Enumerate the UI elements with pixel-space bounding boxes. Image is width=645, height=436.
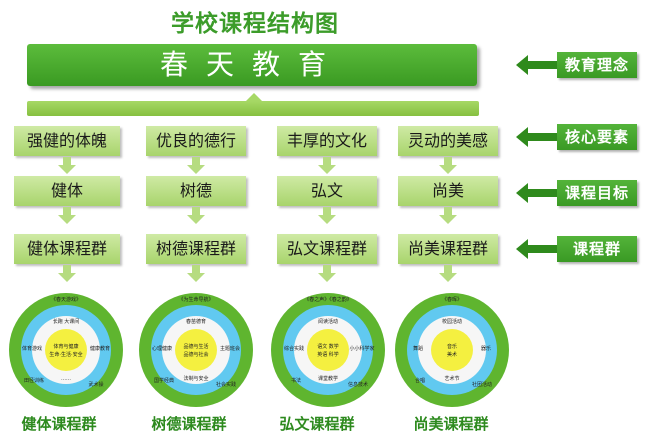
down-arrow-icon xyxy=(58,215,76,224)
circle-bottom-text: 课堂教学 xyxy=(318,375,338,382)
circle-left-text: 综合实践 xyxy=(284,345,304,352)
circle-inner-top-text: 校园活动 xyxy=(442,318,462,325)
circle-right-text: 主题班会 xyxy=(220,345,240,352)
circle-bottom-text: 法制与安全 xyxy=(183,375,208,382)
down-arrow-icon xyxy=(318,165,336,174)
left-arrow-icon xyxy=(516,127,558,147)
core-disc xyxy=(307,329,349,371)
circle-center-text: 音乐 xyxy=(447,343,457,350)
side-label-core-elements: 核心要素 xyxy=(557,124,637,150)
circle-center-text: 美术 xyxy=(447,351,457,358)
circle-bottom-left-text: 田径训练 xyxy=(24,377,44,384)
circle-bottom-left-text: 合唱 xyxy=(415,377,425,384)
circle-left-text: 心理健康 xyxy=(152,345,172,352)
down-arrow-icon xyxy=(318,273,336,282)
core-disc xyxy=(45,329,87,371)
side-label-course-groups: 课程群 xyxy=(557,236,637,262)
down-arrow-stem xyxy=(444,265,452,273)
down-arrow-stem xyxy=(63,157,71,165)
bracket-notch xyxy=(246,93,262,101)
circle-right-text: 器乐 xyxy=(481,345,491,352)
circle-inner-top-text: 长跑 大课间 xyxy=(53,318,80,325)
circle-center-text: 品德与生活 xyxy=(183,343,208,350)
core-element-box: 丰厚的文化 xyxy=(277,126,377,156)
course-circle-culture: 《春之声》《春之韵》 阅读活动 语文 数学 英语 科学 综合实践 小小科学家 书… xyxy=(270,292,386,408)
circle-center-text: 语文 数学 xyxy=(317,343,339,350)
course-circle-aesthetics: 《春晖》 校园活动 音乐 美术 舞蹈 器乐 合唱 社团活动 艺术节 xyxy=(394,292,510,408)
circle-bottom-right-text: 信息技术 xyxy=(348,381,368,388)
left-arrow-icon xyxy=(516,239,558,259)
core-element-box: 优良的德行 xyxy=(146,126,246,156)
course-circle-morality: 《为生命导航》 春苗德育 品德与生活 品德与社会 心理健康 主题班会 国学经典 … xyxy=(138,292,254,408)
down-arrow-stem xyxy=(444,157,452,165)
circle-bottom-text: …… xyxy=(61,376,71,382)
core-disc xyxy=(431,329,473,371)
down-arrow-icon xyxy=(58,273,76,282)
circle-inner-top-text: 春苗德育 xyxy=(186,318,206,325)
circle-top-text: 《春天游戏》 xyxy=(51,296,81,303)
down-arrow-stem xyxy=(192,157,200,165)
core-elements-bracket xyxy=(27,101,479,116)
circle-caption: 树德课程群 xyxy=(151,415,227,433)
down-arrow-stem xyxy=(192,207,200,215)
course-group-box: 健体课程群 xyxy=(14,234,120,264)
circle-bottom-right-text: 社团活动 xyxy=(472,381,492,388)
down-arrow-icon xyxy=(187,273,205,282)
down-arrow-icon xyxy=(187,165,205,174)
goal-box: 弘文 xyxy=(277,176,377,206)
course-circle-health: 《春天游戏》 长跑 大课间 体育与健康 生命·生活·安全 体育游戏 健康教育 田… xyxy=(8,292,124,408)
down-arrow-stem xyxy=(63,207,71,215)
circle-right-text: 健康教育 xyxy=(90,345,110,352)
diagram-title: 学校课程结构图 xyxy=(171,11,339,37)
core-element-box: 灵动的美感 xyxy=(398,126,498,156)
circle-top-text: 《春之声》《春之韵》 xyxy=(304,296,352,303)
core-element-box: 强健的体魄 xyxy=(14,126,120,156)
circle-center-text: 英语 科学 xyxy=(317,351,339,358)
circle-bottom-right-text: 社会实践 xyxy=(216,381,236,388)
core-disc xyxy=(175,329,217,371)
down-arrow-icon xyxy=(318,215,336,224)
course-group-box: 树德课程群 xyxy=(146,234,246,264)
circle-inner-top-text: 阅读活动 xyxy=(318,318,338,325)
circle-caption: 尚美课程群 xyxy=(413,415,489,433)
circle-bottom-right-text: 武术操 xyxy=(88,381,103,388)
circle-center-text: 品德与社会 xyxy=(183,351,208,358)
circle-bottom-left-text: 书法 xyxy=(291,377,301,384)
down-arrow-icon xyxy=(439,165,457,174)
circle-left-text: 体育游戏 xyxy=(22,345,42,352)
goal-box: 尚美 xyxy=(398,176,498,206)
circle-center-text: 生命·生活·安全 xyxy=(49,351,82,358)
circle-caption: 健体课程群 xyxy=(21,415,97,433)
circle-center-text: 体育与健康 xyxy=(53,343,78,350)
down-arrow-stem xyxy=(323,207,331,215)
side-label-course-goals: 课程目标 xyxy=(557,180,637,206)
circle-top-text: 《春晖》 xyxy=(442,296,462,303)
circle-right-text: 小小科学家 xyxy=(349,345,374,352)
philosophy-banner: 春天教育 xyxy=(27,44,477,86)
course-group-box: 弘文课程群 xyxy=(277,234,377,264)
down-arrow-icon xyxy=(58,165,76,174)
circle-bottom-text: 艺术节 xyxy=(444,375,459,382)
goal-box: 健体 xyxy=(14,176,120,206)
left-arrow-icon xyxy=(516,183,558,203)
circle-top-text: 《为生命导航》 xyxy=(178,296,213,303)
left-arrow-icon xyxy=(516,55,558,75)
goal-box: 树德 xyxy=(146,176,246,206)
down-arrow-stem xyxy=(444,207,452,215)
circle-left-text: 舞蹈 xyxy=(413,345,423,352)
circle-bottom-left-text: 国学经典 xyxy=(154,377,174,384)
course-group-box: 尚美课程群 xyxy=(398,234,498,264)
down-arrow-icon xyxy=(187,215,205,224)
down-arrow-stem xyxy=(63,265,71,273)
side-label-philosophy: 教育理念 xyxy=(557,52,637,78)
down-arrow-stem xyxy=(323,265,331,273)
down-arrow-stem xyxy=(323,157,331,165)
down-arrow-icon xyxy=(439,215,457,224)
down-arrow-icon xyxy=(439,273,457,282)
down-arrow-stem xyxy=(192,265,200,273)
circle-caption: 弘文课程群 xyxy=(279,415,355,433)
